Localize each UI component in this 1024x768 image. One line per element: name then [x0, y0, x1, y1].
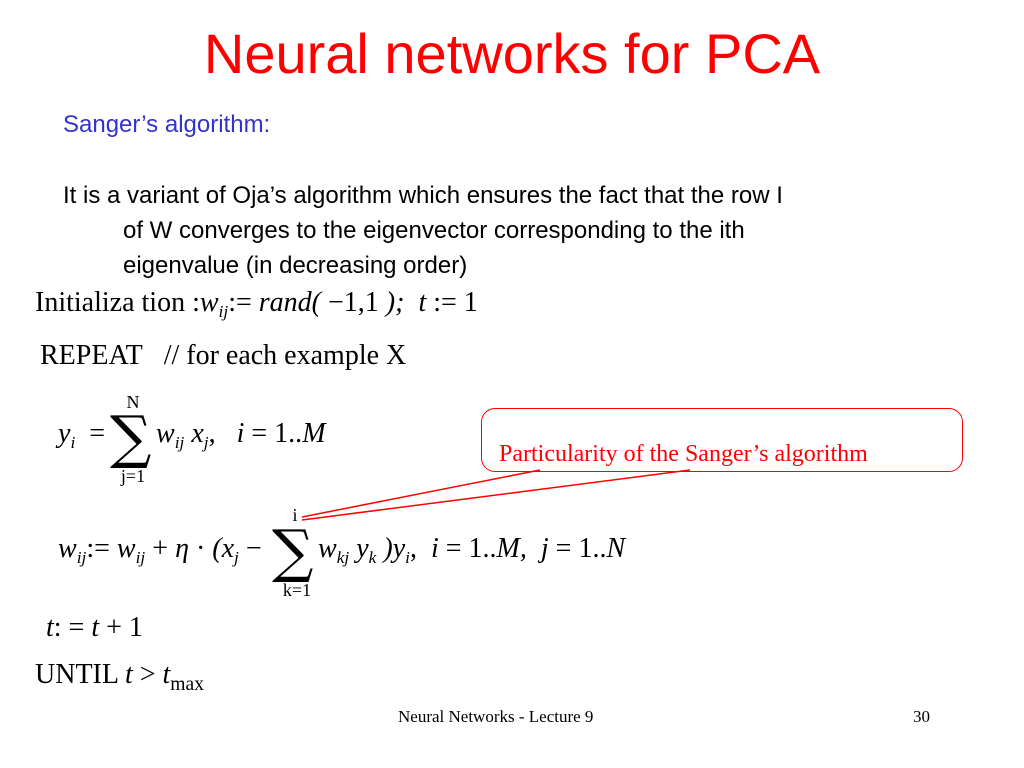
- sum-lower-limit-j: j=1: [120, 466, 146, 486]
- repeat-comment: // for each example X: [163, 340, 407, 371]
- description-paragraph: It is a variant of Oja’s algorithm which…: [63, 178, 933, 283]
- paragraph-line-2: of W converges to the eigenvector corres…: [123, 217, 745, 244]
- repeat-label: REPEAT: [40, 340, 143, 371]
- init-label: Initializa tion :: [35, 287, 200, 318]
- slide-subtitle: Sanger’s algorithm:: [63, 111, 271, 138]
- footer-page-number: 30: [913, 707, 930, 726]
- sum-lower-limit-k: k=1: [282, 580, 312, 600]
- equation-weight-update-terms: wkj yk )yi, i = 1..M, j = 1..N: [318, 533, 626, 568]
- footer-lecture: Neural Networks - Lecture 9: [398, 707, 594, 726]
- callout-pointer-line-2: [301, 469, 691, 521]
- slide-title: Neural networks for PCA: [203, 22, 821, 85]
- sum-upper-limit-i: i: [292, 505, 298, 525]
- paragraph-line-1: It is a variant of Oja’s algorithm which…: [63, 182, 783, 209]
- equation-output-terms: wij xj, i = 1..M: [156, 418, 326, 453]
- summation-icon: ∑: [110, 403, 152, 471]
- equation-output: yi =: [58, 418, 106, 453]
- equation-time-update: t: = t + 1: [46, 612, 143, 643]
- sum-upper-limit-n: N: [126, 392, 140, 412]
- equation-until: UNTIL t > tmax: [35, 659, 205, 695]
- summation-icon: ∑: [272, 517, 314, 585]
- paragraph-line-3: eigenvalue (in decreasing order): [123, 252, 468, 279]
- equation-repeat: REPEAT // for each example X: [40, 340, 406, 372]
- equation-initialization: Initializa tion :wij:= rand( −1,1 ); t :…: [35, 287, 478, 322]
- equation-weight-update: wij:= wij + η · (xj −: [58, 533, 262, 568]
- callout-pointer-line-1: [301, 469, 541, 518]
- callout-box: [481, 408, 963, 472]
- until-label: UNTIL: [35, 659, 118, 690]
- callout-text: Particularity of the Sanger’s algorithm: [499, 441, 868, 467]
